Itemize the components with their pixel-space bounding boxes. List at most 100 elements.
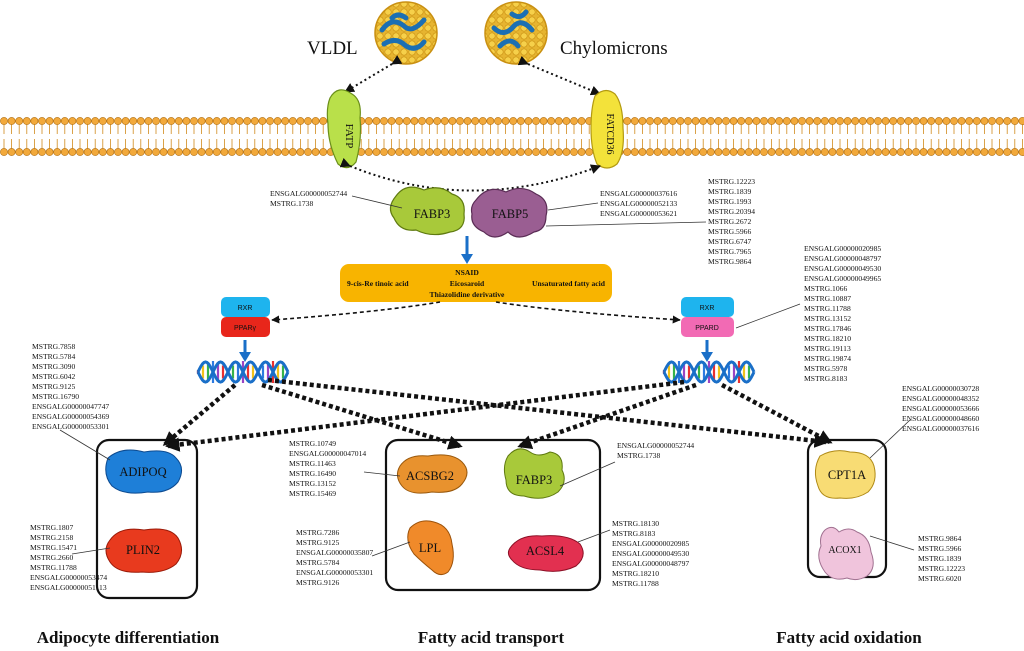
ligand-nsaid: NSAID (455, 268, 479, 277)
regulation-arrows (162, 377, 833, 452)
gene-id: MSTRG.2158 (30, 533, 73, 542)
cpt1a-label: CPT1A (828, 468, 866, 482)
acsbg2-label: ACSBG2 (406, 469, 454, 483)
vldl-label: VLDL (307, 38, 358, 59)
fabp3-gene-pointer (351, 195, 403, 209)
gene-id: MSTRG.9125 (296, 538, 339, 547)
lpl-gene-pointer (371, 541, 411, 557)
gene-id: ENSGALG00000051113 (30, 583, 107, 592)
gene-id: MSTRG.18210 (804, 334, 851, 343)
fabp5-protein (470, 187, 548, 238)
gene-id: MSTRG.10749 (289, 439, 336, 448)
ligand-retinoic: 9-cis-Re tinoic acid (347, 279, 409, 288)
gene-id: MSTRG.8183 (804, 374, 847, 383)
fabp5-gene-list-right: MSTRG.12223MSTRG.1839MSTRG.1993MSTRG.203… (708, 177, 755, 266)
gene-id: ENSGALG00000052744 (617, 441, 694, 450)
gene-id: MSTRG.1066 (804, 284, 847, 293)
gene-id: ENSGALG00000047747 (32, 402, 109, 411)
gene-id: MSTRG.2660 (30, 553, 73, 562)
ppary-to-dna-arrow (239, 352, 251, 362)
ligand-unsaturated: Unsaturated fatty acid (532, 279, 606, 288)
gene-id: MSTRG.18130 (612, 519, 659, 528)
gene-id: ENSGALG00000037616 (600, 189, 677, 198)
gene-id: MSTRG.11788 (30, 563, 77, 572)
fabp5-gene-pointer-left (547, 202, 599, 211)
gene-id: MSTRG.1807 (30, 523, 73, 532)
gene-id: ENSGALG00000048797 (612, 559, 689, 568)
transport-target-box (384, 438, 602, 592)
plin2-label: PLIN2 (126, 543, 160, 557)
ppary-receptor-complex (221, 297, 270, 337)
dna-helix-right (662, 360, 756, 384)
gene-id: MSTRG.6747 (708, 237, 751, 246)
ppard-gene-pointer (735, 303, 801, 329)
ppard-receptor-complex (681, 297, 734, 337)
gene-id: MSTRG.1738 (270, 199, 313, 208)
fatcd36-label: FATCD36 (604, 114, 615, 155)
acsl4-gene-list: MSTRG.18130MSTRG.8183ENSGALG00000020985E… (612, 519, 689, 588)
gene-id: MSTRG.9126 (296, 578, 339, 587)
acsl4-protein (507, 535, 584, 572)
gene-id: MSTRG.5966 (918, 544, 961, 553)
gene-id: ENSGALG00000052133 (600, 199, 677, 208)
acox1-protein (818, 526, 874, 581)
acsbg2-gene-list: MSTRG.10749ENSGALG00000047014MSTRG.11463… (289, 439, 366, 498)
adipoq-label: ADIPOQ (119, 465, 166, 479)
fatcd36-transporter (590, 89, 624, 169)
gene-id: MSTRG.16790 (32, 392, 79, 401)
fabp3-target-protein (503, 448, 565, 499)
acsbg2-gene-pointer (363, 471, 401, 477)
fabp5-gene-pointer-right (545, 221, 707, 227)
adipoq-protein (105, 449, 182, 494)
acsl4-label: ACSL4 (526, 544, 565, 558)
cpt1a-protein (814, 450, 876, 499)
gene-id: MSTRG.2672 (708, 217, 751, 226)
gene-id: MSTRG.6042 (32, 372, 75, 381)
acsbg2-protein (396, 454, 468, 494)
gene-id: ENSGALG00000053666 (902, 404, 979, 413)
gene-id: MSTRG.8183 (612, 529, 655, 538)
gene-id: MSTRG.1839 (708, 187, 751, 196)
rxr-left-label: RXR (238, 305, 253, 312)
plin2-gene-pointer (71, 547, 111, 555)
gene-id: ENSGALG00000048352 (902, 394, 979, 403)
fatp-label: FATP (343, 124, 355, 149)
gene-id: MSTRG.15469 (289, 489, 336, 498)
gene-id: MSTRG.16490 (289, 469, 336, 478)
ppard-to-dna-arrow (701, 352, 713, 362)
gene-id: MSTRG.3090 (32, 362, 75, 371)
gene-id: ENSGALG00000053474 (30, 573, 107, 582)
ppard-gene-list: ENSGALG00000020985ENSGALG00000048797ENSG… (804, 244, 881, 383)
cpt1a-gene-list: ENSGALG00000030728ENSGALG00000048352ENSG… (902, 384, 979, 433)
section-oxidation: Fatty acid oxidation (776, 628, 922, 647)
acox1-gene-pointer (869, 535, 915, 551)
fabp3-target-gene-pointer (559, 461, 616, 487)
gene-id: MSTRG.6020 (918, 574, 961, 583)
gene-id: MSTRG.11788 (804, 304, 851, 313)
gene-id: MSTRG.1839 (918, 554, 961, 563)
dna-helix-left (196, 360, 290, 384)
gene-id: MSTRG.5784 (296, 558, 339, 567)
gene-id: MSTRG.19113 (804, 344, 851, 353)
adipoq-gene-pointer (59, 429, 111, 461)
gene-id: MSTRG.1738 (617, 451, 660, 460)
gene-id: MSTRG.7858 (32, 342, 75, 351)
lpl-protein (407, 520, 454, 576)
gene-id: ENSGALG00000037616 (902, 424, 979, 433)
ligand-eicosanoid: Eicosaroid (450, 279, 485, 288)
gene-id: MSTRG.9864 (708, 257, 751, 266)
chylomicrons-label: Chylomicrons (560, 38, 668, 59)
vldl-particle (374, 1, 438, 65)
chylo-to-fatcd36-arrow (517, 55, 601, 96)
fabp3-protein (389, 186, 465, 236)
section-transport: Fatty acid transport (418, 628, 565, 647)
fabp3-label: FABP3 (414, 207, 451, 221)
acox1-label: ACOX1 (828, 545, 861, 556)
gene-id: MSTRG.17846 (804, 324, 851, 333)
gene-id: MSTRG.12223 (708, 177, 755, 186)
fabp5-label: FABP5 (492, 207, 529, 221)
gene-id: ENSGALG00000020985 (804, 244, 881, 253)
gene-id: MSTRG.12223 (918, 564, 965, 573)
